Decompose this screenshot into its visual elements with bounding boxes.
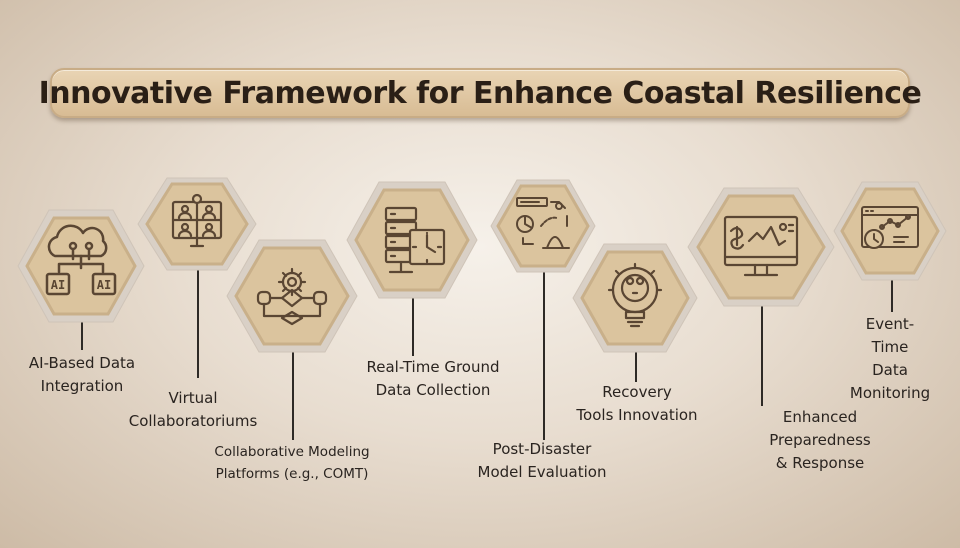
connector-line — [292, 350, 294, 440]
label-preparedness: Enhanced Preparedness & Response — [769, 408, 871, 472]
label-virtual-collab: Virtual Collaboratoriums — [128, 389, 258, 430]
hex-node-virtual-collab — [137, 177, 257, 271]
svg-text:AI: AI — [97, 278, 111, 292]
label-recovery-tools: Recovery Tools Innovation — [576, 383, 698, 424]
hex-node-event-monitoring — [833, 181, 947, 281]
hex-node-preparedness — [687, 187, 835, 307]
connector-line — [81, 322, 83, 350]
gear-workflow-icon — [256, 267, 328, 326]
connector-line — [891, 278, 893, 312]
label-collab-modeling: Collaborative Modeling Platforms (e.g., … — [214, 444, 370, 482]
label-event-monitoring: Event-Time Data Monitoring — [849, 315, 931, 402]
hex-node-realtime-ground — [346, 181, 478, 299]
hex-node-collab-modeling — [226, 239, 358, 353]
cloud-network-ai-icon: AI AI — [45, 224, 117, 296]
browser-chart-icon — [861, 206, 919, 249]
server-clock-icon — [384, 206, 446, 274]
svg-text:AI: AI — [51, 278, 65, 292]
gear-bulb-icon — [607, 262, 663, 328]
label-ai-integration: AI-Based Data Integration — [28, 354, 136, 395]
hex-node-recovery-tools — [572, 243, 698, 353]
connector-line — [543, 268, 545, 440]
connector-line — [412, 296, 414, 356]
hex-node-ai-integration: AI AI — [17, 209, 145, 323]
process-chart-icon — [516, 197, 570, 249]
connector-line — [635, 348, 637, 382]
video-conference-icon — [171, 193, 223, 248]
title-banner: Innovative Framework for Enhance Coastal… — [39, 68, 922, 118]
connector-line — [197, 268, 199, 378]
hex-node-post-disaster — [490, 179, 596, 273]
monitor-chart-icon — [723, 215, 799, 277]
diagram-title: Innovative Framework for Enhance Coastal… — [38, 75, 922, 111]
label-realtime-ground: Real-Time Ground Data Collection — [366, 358, 500, 399]
connector-line — [761, 304, 763, 406]
label-post-disaster: Post-Disaster Model Evaluation — [477, 440, 607, 481]
